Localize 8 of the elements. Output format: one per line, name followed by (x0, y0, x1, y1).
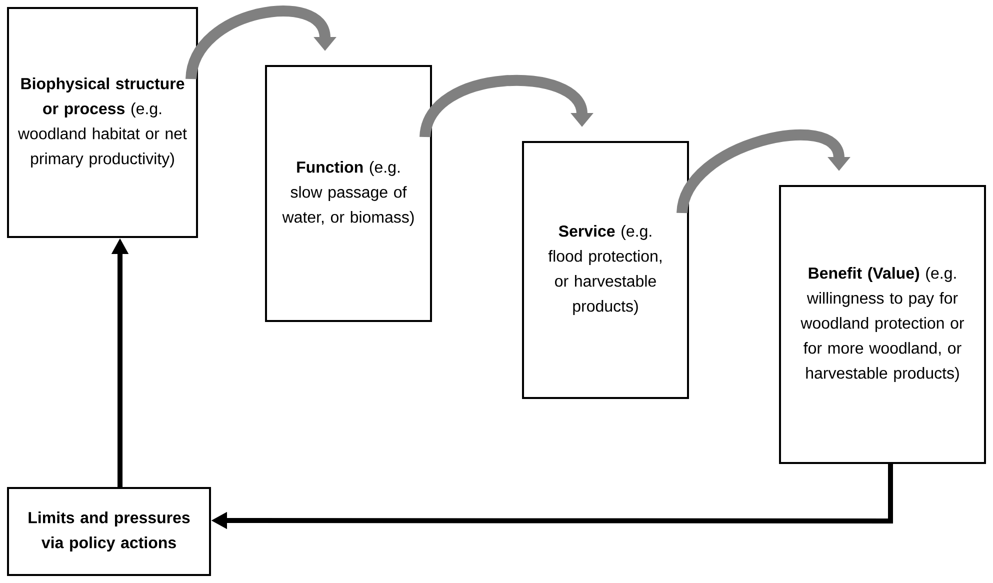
text-box: Biophysical structure or process (e.g. woodland habitat or net primary productivity) (7, 7, 198, 238)
arrow (420, 75, 594, 138)
text-box: Service (e.g. flood protection, or harvestable products) (522, 141, 689, 399)
text-box: Benefit (Value) (e.g. willingness to pay for woodland protection or for more woodland, or harvestable products) (779, 185, 986, 464)
text-box: Function (e.g. slow passage of water, or biomass) (265, 65, 432, 322)
text-box: Limits and pressures via policy actions (7, 487, 211, 576)
arrow (676, 129, 850, 214)
arrow (186, 6, 336, 80)
